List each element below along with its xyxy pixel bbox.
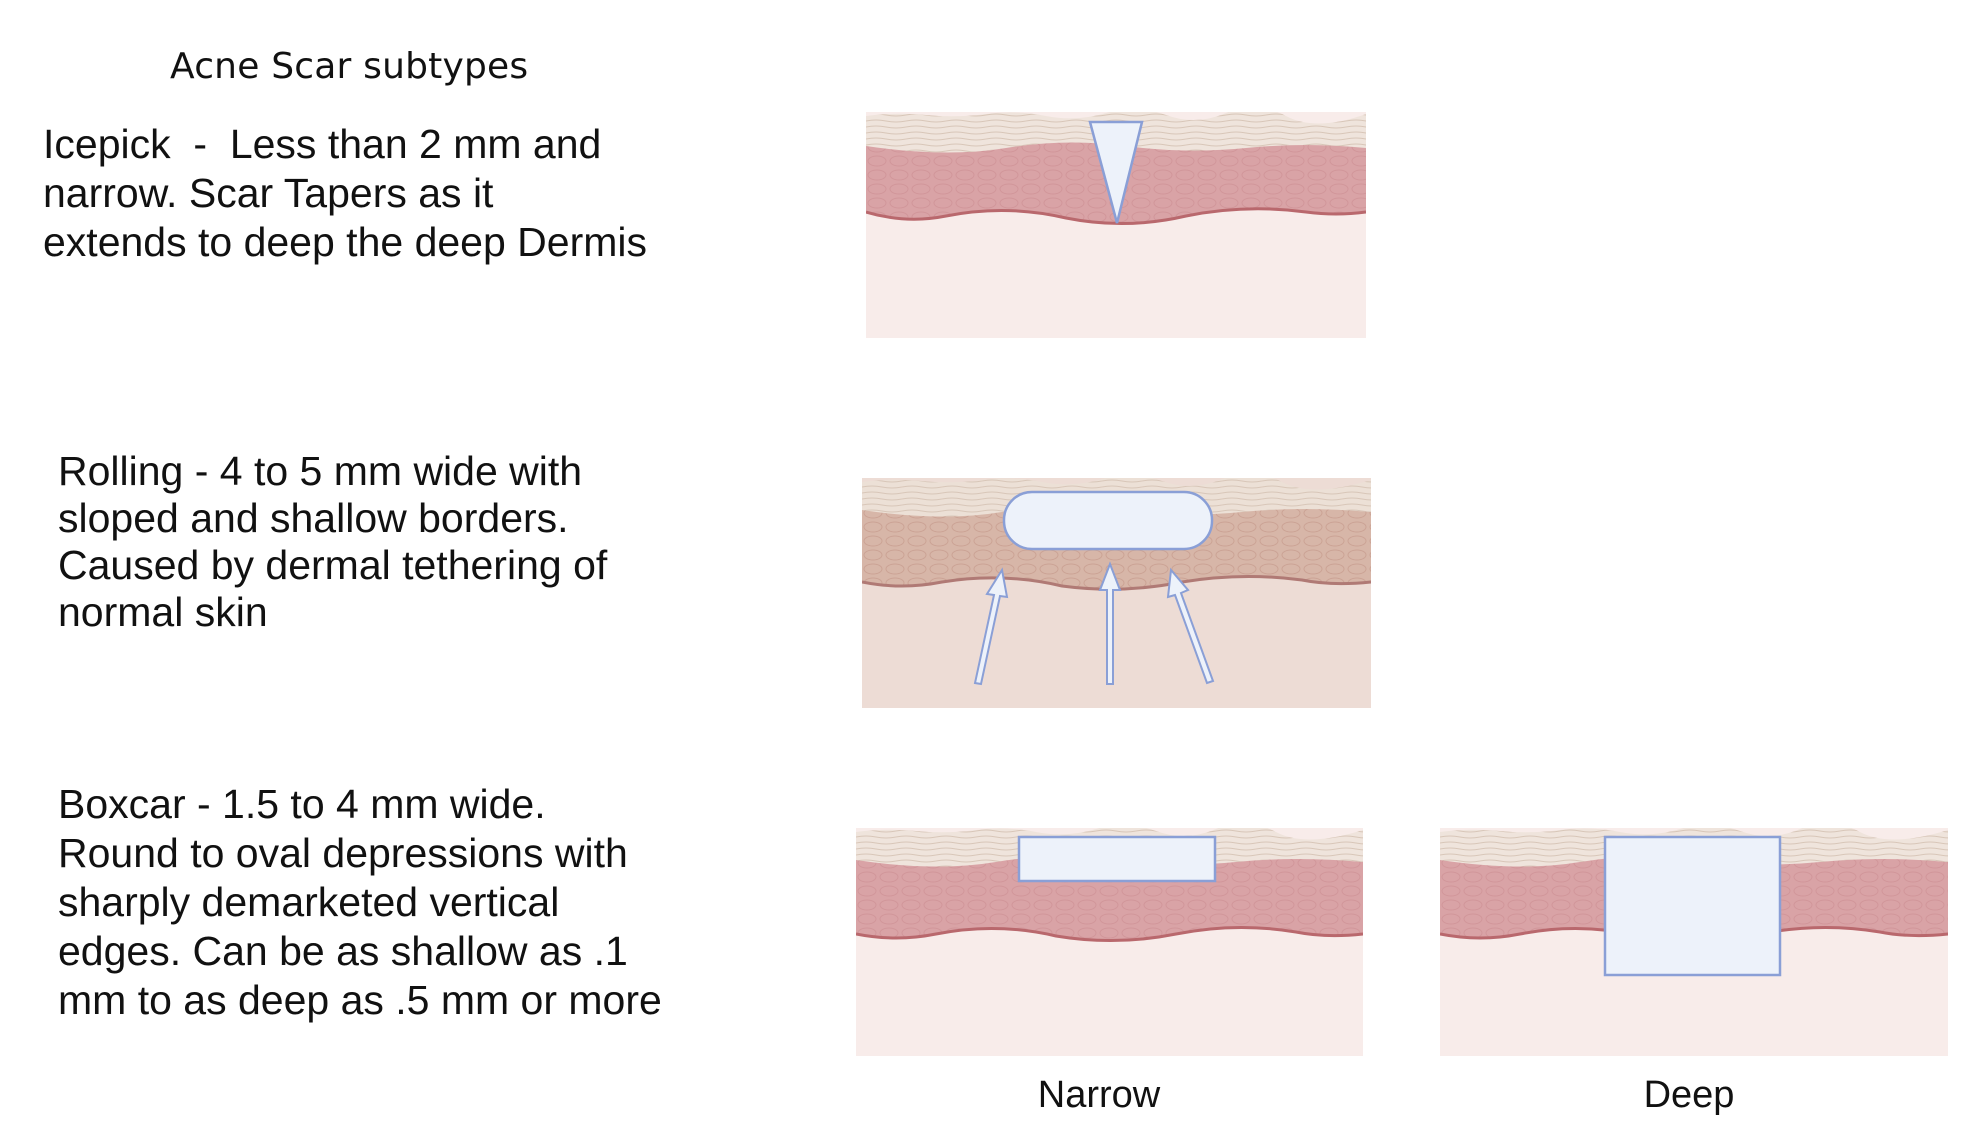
icepick-line: Icepick - Less than 2 mm and bbox=[43, 121, 602, 167]
tethering-arrow-center bbox=[1098, 561, 1122, 685]
boxcar-narrow-skin-panel bbox=[856, 828, 1363, 1056]
boxcar-description: Boxcar - 1.5 to 4 mm wide. Round to oval… bbox=[58, 780, 662, 1025]
icepick-skin-panel bbox=[866, 112, 1366, 338]
rolling-line: sloped and shallow borders. bbox=[58, 495, 569, 541]
boxcar-deep-scar-shape bbox=[1603, 835, 1782, 977]
rolling-line: normal skin bbox=[58, 589, 268, 635]
rolling-line: Rolling - 4 to 5 mm wide with bbox=[58, 448, 583, 494]
boxcar-line: sharply demarketed vertical bbox=[58, 879, 560, 925]
caption-narrow: Narrow bbox=[1037, 1074, 1161, 1116]
boxcar-deep-skin-panel bbox=[1440, 828, 1948, 1056]
icepick-scar-shape bbox=[1088, 120, 1144, 224]
boxcar-line: mm to as deep as .5 mm or more bbox=[58, 977, 662, 1023]
diagram-title: Acne Scar subtypes bbox=[170, 46, 529, 87]
rolling-skin-panel bbox=[862, 478, 1371, 708]
boxcar-line: Boxcar - 1.5 to 4 mm wide. bbox=[58, 781, 546, 827]
icepick-line: extends to deep the deep Dermis bbox=[43, 219, 647, 265]
boxcar-narrow-scar-shape bbox=[1017, 835, 1217, 883]
tethering-arrow-right bbox=[1166, 567, 1215, 685]
tethering-arrow-left bbox=[973, 567, 1009, 686]
rolling-line: Caused by dermal tethering of bbox=[58, 542, 608, 588]
icepick-line: narrow. Scar Tapers as it bbox=[43, 170, 494, 216]
boxcar-line: Round to oval depressions with bbox=[58, 830, 628, 876]
rolling-description: Rolling - 4 to 5 mm wide with sloped and… bbox=[58, 448, 607, 636]
rolling-scar-shape bbox=[1002, 490, 1214, 551]
caption-deep: Deep bbox=[1643, 1074, 1735, 1116]
icepick-description: Icepick - Less than 2 mm and narrow. Sca… bbox=[43, 120, 647, 267]
boxcar-line: edges. Can be as shallow as .1 bbox=[58, 928, 628, 974]
